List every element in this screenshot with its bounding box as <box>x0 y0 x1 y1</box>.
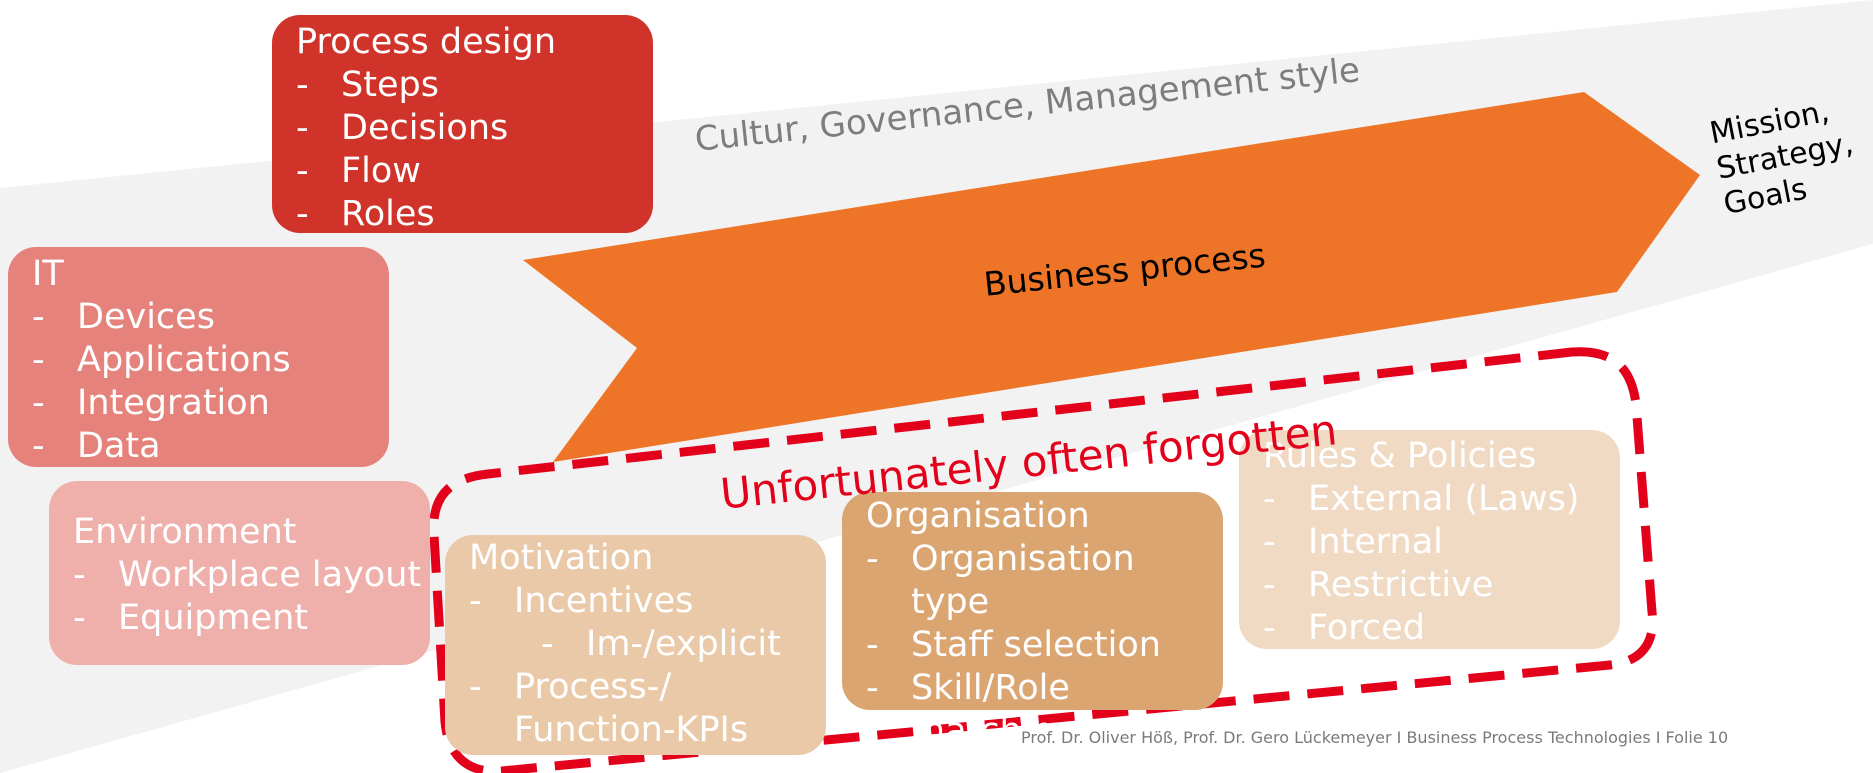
list-item-text: Function-KPIs <box>514 710 749 750</box>
list-item: -Skill/Role <box>866 667 1223 710</box>
list-item-text: Devices <box>77 297 215 337</box>
bullet-dash: - <box>296 151 309 191</box>
list-item: -Internal <box>1263 521 1620 564</box>
list-item-text: Skill/Role <box>911 668 1070 708</box>
bullet-dash: - <box>32 426 45 466</box>
list-item: -Roles <box>296 193 653 236</box>
list-item-text: Steps <box>341 65 439 105</box>
process-design-title: Process design <box>296 22 557 62</box>
bullet-dash: - <box>296 108 309 148</box>
list-item-text: Internal <box>1308 522 1443 562</box>
list-item: -Applications <box>32 339 389 382</box>
list-item-text: Process-/ <box>514 667 672 707</box>
list-item-text: matching <box>911 711 1076 751</box>
bullet-dash: - <box>1263 565 1276 605</box>
list-item: -Data <box>32 425 389 468</box>
list-subitem: -Im-/explicit <box>469 623 826 666</box>
list-item-text: Im-/explicit <box>586 624 781 664</box>
environment-box: Environment -Workplace layout -Equipment <box>49 481 430 665</box>
list-item-text: Workplace layout <box>118 555 422 595</box>
environment-title: Environment <box>73 512 297 552</box>
list-item: -Forced <box>1263 607 1620 650</box>
list-item-text: Incentives <box>514 581 694 621</box>
process-design-box: Process design -Steps -Decisions -Flow -… <box>272 15 653 236</box>
list-item-text: Staff selection <box>911 625 1161 665</box>
organisation-box: Organisation -Organisation type -Staff s… <box>842 492 1223 751</box>
bullet-dash: - <box>1263 522 1276 562</box>
slide-footer: Prof. Dr. Oliver Höß, Prof. Dr. Gero Lüc… <box>1021 728 1729 747</box>
list-item: -Workplace layout <box>73 554 430 597</box>
list-item: -Incentives <box>469 580 826 623</box>
list-item-text: Decisions <box>341 108 509 148</box>
forgotten-dashed-border <box>429 347 1658 773</box>
list-item-text: Restrictive <box>1308 565 1494 605</box>
business-process-arrow <box>523 92 1700 462</box>
list-item-text: Forced <box>1308 608 1425 648</box>
list-item-text: External (Laws) <box>1308 479 1580 519</box>
list-item: -Flow <box>296 150 653 193</box>
bullet-dash: - <box>469 667 482 707</box>
bullet-dash: - <box>32 383 45 423</box>
list-item: -Staff selection <box>866 624 1223 667</box>
list-item: -External (Laws) <box>1263 478 1620 521</box>
bullet-dash: - <box>296 65 309 105</box>
list-item: -Process-/ <box>469 666 826 709</box>
bullet-dash: - <box>866 539 879 579</box>
list-item: -Organisation type <box>866 538 1223 624</box>
bullet-dash: - <box>866 625 879 665</box>
list-item: -Equipment <box>73 597 430 640</box>
motivation-title: Motivation <box>469 538 654 578</box>
list-item-text: Flow <box>341 151 421 191</box>
bullet-dash: - <box>32 297 45 337</box>
rules-policies-box: Rules & Policies -External (Laws) -Inter… <box>1239 430 1620 649</box>
list-item-continuation: Function-KPIs <box>469 709 826 752</box>
list-item-continuation: matching <box>866 710 1223 753</box>
bullet-dash: - <box>73 598 86 638</box>
list-item-text: Organisation type <box>911 539 1135 622</box>
list-item-text: Applications <box>77 340 291 380</box>
list-item: -Integration <box>32 382 389 425</box>
list-item: -Decisions <box>296 107 653 150</box>
list-item-text: Equipment <box>118 598 308 638</box>
list-item-text: Data <box>77 426 161 466</box>
list-item-text: Roles <box>341 194 435 234</box>
bullet-dash: - <box>469 581 482 621</box>
list-item-text: Integration <box>77 383 270 423</box>
bullet-dash: - <box>296 194 309 234</box>
list-item: -Steps <box>296 64 653 107</box>
bullet-dash: - <box>866 668 879 708</box>
bullet-dash: - <box>32 340 45 380</box>
bullet-dash: - <box>1263 479 1276 519</box>
list-item: -Devices <box>32 296 389 339</box>
list-item: -Restrictive <box>1263 564 1620 607</box>
rules-policies-title: Rules & Policies <box>1263 436 1537 476</box>
organisation-title: Organisation <box>866 496 1090 536</box>
motivation-box: Motivation -Incentives -Im-/explicit -Pr… <box>445 535 826 755</box>
it-title: IT <box>32 254 64 294</box>
bullet-dash: - <box>1263 608 1276 648</box>
bullet-dash: - <box>73 555 86 595</box>
it-box: IT -Devices -Applications -Integration -… <box>8 247 389 467</box>
bullet-dash: - <box>541 624 554 664</box>
